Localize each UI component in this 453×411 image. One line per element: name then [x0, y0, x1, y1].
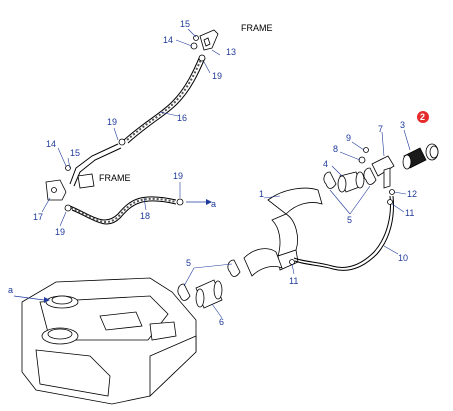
lower-frame-bracket [45, 143, 122, 201]
callout-10: 10 [398, 253, 408, 263]
hose-clamp-19-lower-right [176, 198, 184, 206]
callout-11-lower: 11 [289, 276, 298, 286]
upper-frame-bracket [190, 29, 219, 51]
callout-19-lower-left: 19 [55, 227, 65, 237]
hose-4 [337, 171, 365, 193]
callout-12: 12 [407, 189, 417, 199]
callout-4: 4 [323, 159, 328, 169]
callout-19-mid: 19 [107, 117, 117, 127]
callout-17: 17 [33, 212, 43, 222]
pipe-7 [371, 155, 395, 189]
callout-15-lower: 15 [70, 148, 80, 158]
callout-5-lower: 5 [186, 258, 191, 268]
callout-16: 16 [177, 113, 187, 123]
callout-2: 2 [420, 112, 425, 122]
callout-13: 13 [226, 47, 236, 57]
callout-18: 18 [140, 211, 150, 221]
bolt-9 [363, 147, 369, 153]
callout-numbers: 15 14 13 19 16 19 14 15 17 19 18 19 1 4 … [33, 19, 425, 327]
callout-6: 6 [219, 317, 224, 327]
strainer-3 [402, 147, 427, 170]
frame-label-lower: FRAME [99, 173, 131, 183]
hose-clamp-19-lower-left [64, 204, 72, 212]
callout-1: 1 [259, 189, 264, 199]
clamps-5-upper [323, 167, 377, 189]
callout-8: 8 [333, 144, 338, 154]
callout-5-upper: 5 [347, 215, 352, 225]
clip-11-lower [289, 259, 295, 265]
callout-19-lower-right: 19 [173, 171, 183, 181]
bolt-8 [358, 156, 366, 164]
callout-11-upper: 11 [405, 208, 414, 218]
highlight-badge-2 [417, 111, 429, 123]
connector-label-a-left: a [8, 285, 13, 295]
hose-clamp-19-upper [198, 54, 206, 62]
frame-label-upper: FRAME [241, 23, 273, 33]
hose-clamp-19-mid [118, 138, 126, 146]
connector-arrow-a-right [186, 199, 212, 205]
callout-15-upper: 15 [180, 19, 190, 29]
leader-lines [41, 28, 411, 319]
hose-18 [69, 196, 177, 225]
fuel-tank [21, 277, 197, 405]
callout-14-lower: 14 [46, 139, 56, 149]
callout-7: 7 [378, 124, 383, 134]
callout-14-upper: 14 [163, 35, 173, 45]
clip-11-upper [387, 199, 393, 205]
callout-9: 9 [346, 133, 351, 143]
connector-arrow-a-left [13, 295, 50, 303]
clip-12 [389, 189, 395, 195]
callout-3: 3 [400, 120, 405, 130]
hose-16 [123, 55, 206, 144]
connector-label-a-right: a [211, 199, 216, 209]
hose-6 [195, 279, 223, 309]
filler-cap-2 [425, 143, 439, 161]
coupling-upper-left [243, 248, 283, 277]
breather-tube-10 [293, 195, 394, 271]
callout-19-upper: 19 [212, 71, 222, 81]
